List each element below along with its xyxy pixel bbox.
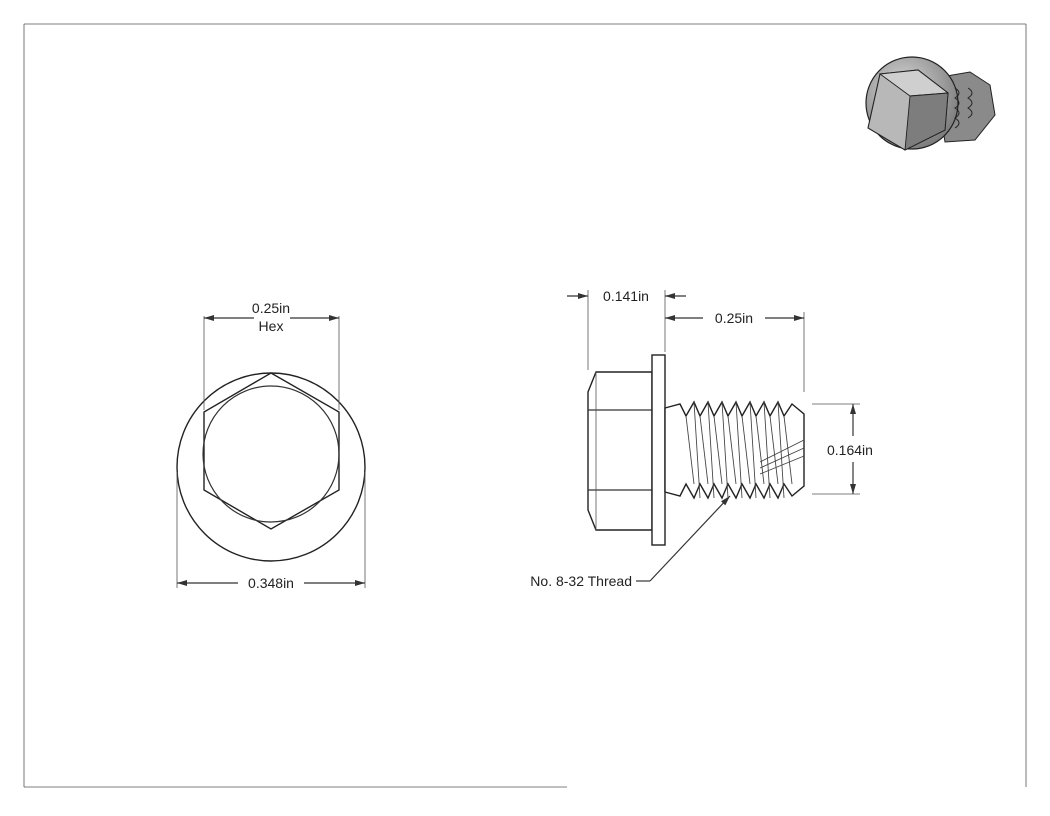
hex-width-dimension: 0.25in Hex xyxy=(203,300,340,410)
head-height-label: 0.141in xyxy=(603,288,649,304)
thread-callout-leader: No. 8-32 Thread xyxy=(530,495,731,589)
thread-diameter-label: 0.164in xyxy=(827,442,873,458)
thread-callout-label: No. 8-32 Thread xyxy=(530,573,632,589)
flange-side xyxy=(651,354,666,546)
thread-length-dimension: 0.25in xyxy=(665,310,805,392)
thread-lines xyxy=(685,401,805,499)
thread-diameter-dimension: 0.164in xyxy=(812,403,873,495)
hex-head-outline xyxy=(203,372,340,530)
front-view xyxy=(176,372,366,562)
head-height-dimension: 0.141in xyxy=(567,288,686,370)
side-view xyxy=(587,354,805,546)
thread-body xyxy=(664,400,805,500)
flange-diameter-dimension: 0.348in xyxy=(176,472,366,591)
thread-length-label: 0.25in xyxy=(715,310,753,326)
hex-head-side xyxy=(587,371,653,531)
isometric-view xyxy=(865,56,996,151)
hex-width-label: 0.25in xyxy=(252,300,290,316)
hex-inscribed-circle xyxy=(202,385,340,523)
hex-label: Hex xyxy=(259,318,284,334)
sheet-border xyxy=(23,23,1027,788)
flange-diameter-label: 0.348in xyxy=(248,575,294,591)
